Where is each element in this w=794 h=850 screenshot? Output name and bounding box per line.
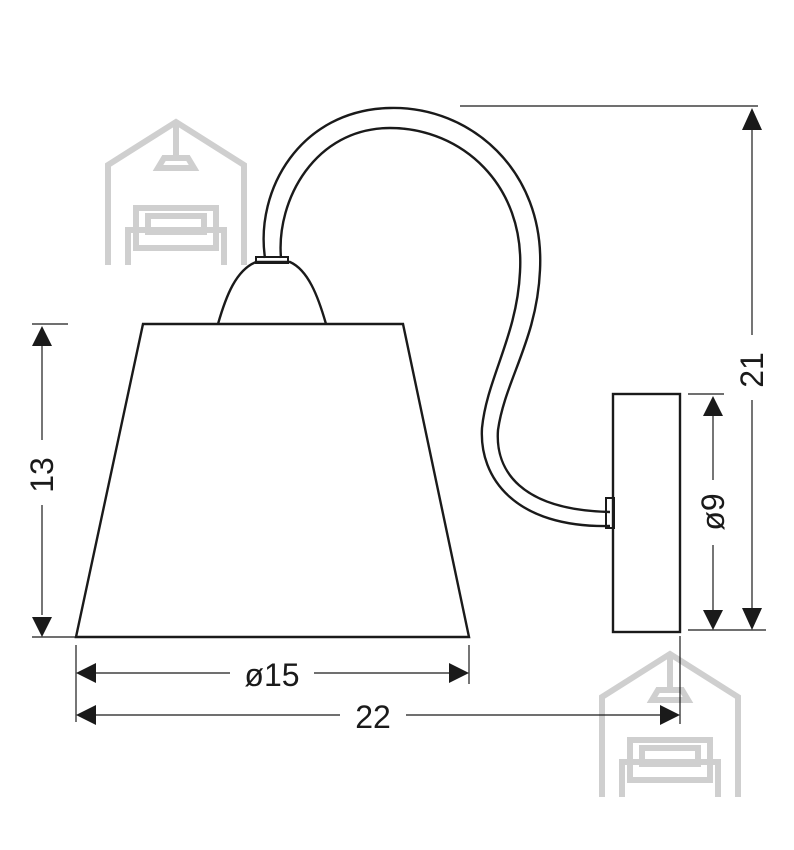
dimension-height-total: 21 xyxy=(460,105,770,631)
dimension-shade-height-label: 13 xyxy=(24,457,60,493)
lamp-holder xyxy=(216,260,328,325)
dimension-total-depth: 22 xyxy=(76,636,681,735)
dimension-shade-diameter-label: ø15 xyxy=(244,657,299,693)
dimension-total-depth-label: 22 xyxy=(355,699,391,735)
wall-base-plate xyxy=(611,392,682,634)
dimension-shade-height: 13 xyxy=(24,323,76,638)
lamp-holder-ring xyxy=(255,256,289,264)
dimension-base-diameter: ø9 xyxy=(688,393,731,630)
house-sofa-icon xyxy=(105,118,247,265)
lamp-shade xyxy=(74,322,471,639)
gooseneck-arm xyxy=(262,106,611,514)
house-sofa-icon xyxy=(599,650,741,797)
dimension-height-total-label: 21 xyxy=(734,352,770,388)
dimension-base-diameter-label: ø9 xyxy=(695,493,731,530)
gooseneck-arm-inner xyxy=(279,126,611,528)
dimension-shade-diameter: ø15 xyxy=(75,645,470,722)
